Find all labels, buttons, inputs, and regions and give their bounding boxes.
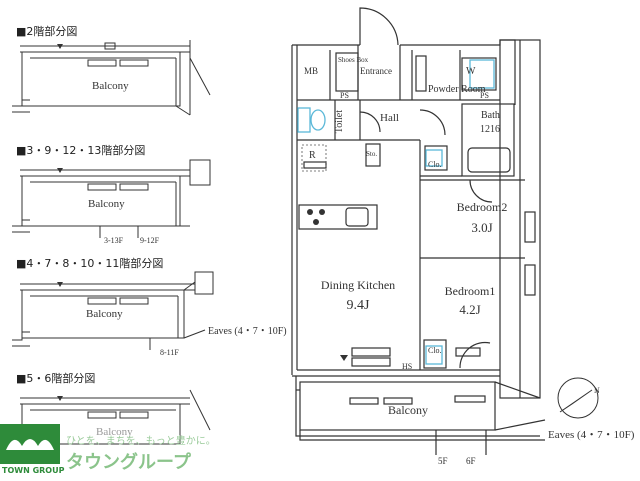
sto-label: Sto. [366, 150, 378, 158]
dining-kitchen-size: 9.4J [346, 298, 370, 313]
eaves-label-left: Eaves (4・7・10F) [208, 326, 287, 337]
ps-label-left: PS [340, 91, 349, 100]
refrigerator-label: R [309, 150, 316, 161]
sublabel-3-13f: 3-13F [104, 236, 124, 245]
section-title-5f: ■5・6階部分図 [16, 372, 96, 385]
bedroom2-size: 3.0J [471, 220, 493, 235]
floor-6f-label: 6F [466, 456, 476, 466]
balcony-label-2f: Balcony [92, 80, 129, 92]
balcony-label-4f: Balcony [86, 308, 123, 320]
logo-name: タウングループ [66, 452, 191, 473]
floor-5f-label: 5F [438, 456, 448, 466]
section-title-3f: ■3・9・12・13階部分図 [16, 144, 146, 157]
dining-kitchen-label: Dining Kitchen [320, 278, 396, 292]
clo-label-top: Clo. [428, 160, 442, 169]
bedroom1-size: 4.2J [459, 302, 481, 317]
hall-label: Hall [380, 112, 399, 124]
hs-label: HS [402, 362, 413, 371]
section-title-4f: ■4・7・8・10・11階部分図 [16, 257, 164, 270]
main-plan-walls [291, 7, 546, 455]
balcony-label-main: Balcony [388, 403, 428, 417]
clo-label-bottom: Clo. [428, 346, 442, 355]
water-fixtures [297, 59, 495, 365]
bedroom1-label: Bedroom1 [444, 284, 496, 298]
partial-plan-4f [12, 271, 214, 350]
logo-badge: TOWN GROUP [2, 466, 65, 475]
bath-label: Bath [481, 110, 500, 121]
stove-icon [307, 209, 325, 225]
compass-icon [557, 377, 599, 419]
eaves-label-main: Eaves (4・7・10F) [548, 429, 635, 441]
partial-plan-3f [12, 159, 211, 238]
compass-north-label: N [594, 386, 600, 395]
powder-room-label: Powder Room [428, 84, 486, 95]
balcony-label-5f: Balcony [96, 426, 133, 438]
sublabel-9-12f: 9-12F [140, 236, 160, 245]
bath-size-label: 1216 [480, 124, 500, 135]
sublabel-8-11f: 8-11F [160, 348, 179, 357]
balcony-label-3f: Balcony [88, 198, 125, 210]
bedroom2-label: Bedroom2 [456, 200, 508, 214]
entrance-label: Entrance [360, 66, 392, 76]
section-title-2f: ■2階部分図 [16, 25, 78, 38]
shoes-box-label: Shoes Box [338, 56, 369, 64]
toilet-label: Toilet [334, 110, 345, 134]
mb-label: MB [304, 66, 319, 76]
logo-mark-icon [0, 424, 60, 464]
partial-plan-5f [20, 389, 211, 445]
refrigerator-space [301, 144, 327, 172]
w-label: W [466, 66, 476, 77]
ps-label-right: PS [480, 91, 489, 100]
partial-plan-2f [12, 40, 211, 116]
logo-tagline: ひとを、まちを、もっと豊かに。 [66, 436, 216, 447]
